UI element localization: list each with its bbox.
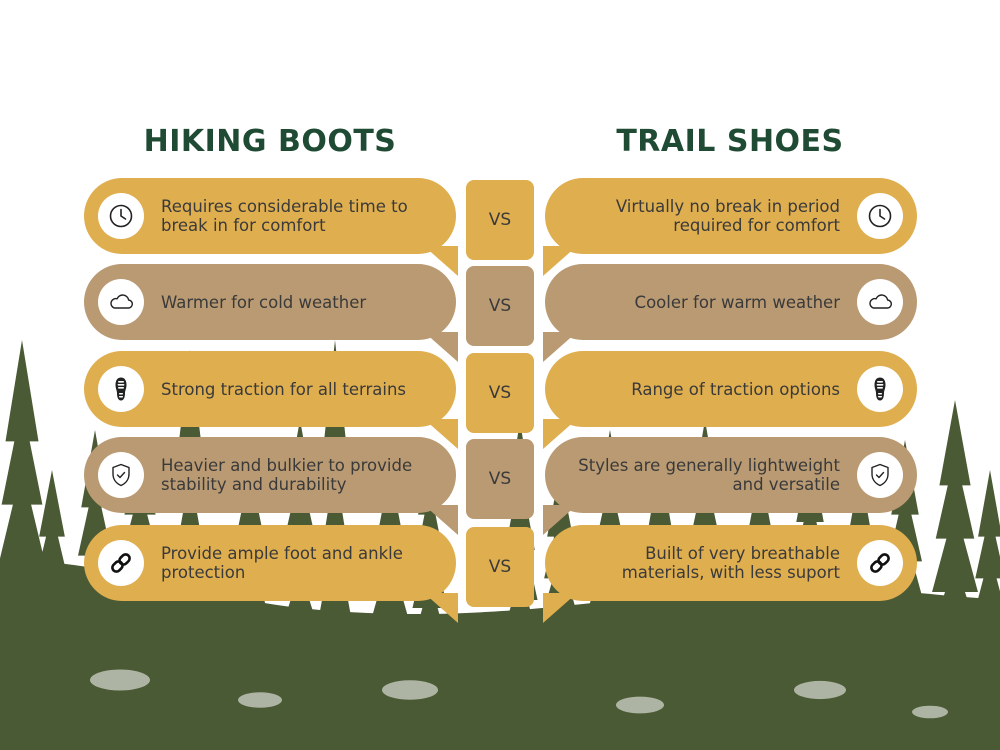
tree-trunk xyxy=(137,580,143,750)
tree-trunk xyxy=(517,570,523,750)
hiking-boots-text: Provide ample foot and ankle protection xyxy=(161,544,403,582)
hiking-boots-text: Heavier and bulkier to provide stability… xyxy=(161,456,413,494)
hiking-boots-card: Warmer for cold weather xyxy=(84,264,458,362)
comparison-row: Requires considerable time to break in f… xyxy=(0,178,1000,276)
tree-trunk xyxy=(557,595,563,750)
tree-trunk xyxy=(952,560,958,750)
vs-badge: VS xyxy=(466,180,534,260)
trail-shoes-card: Styles are generally lightweight and ver… xyxy=(543,437,917,535)
tree-trunk xyxy=(857,595,863,750)
vs-badge: VS xyxy=(466,353,534,433)
trail-shoes-text: Virtually no break in period required fo… xyxy=(615,197,840,235)
hiking-boots-card: Heavier and bulkier to provide stability… xyxy=(84,437,458,535)
tree-trunk xyxy=(657,590,663,750)
comparison-row: Heavier and bulkier to provide stability… xyxy=(0,437,1000,535)
forest-highlight xyxy=(616,696,664,714)
hiking-boots-card: Requires considerable time to break in f… xyxy=(84,178,458,276)
tree-trunk xyxy=(297,570,303,750)
hiking-boots-text: Requires considerable time to break in f… xyxy=(161,197,408,235)
tree-trunk xyxy=(757,595,763,750)
tree-trunk xyxy=(607,575,613,750)
forest-highlight xyxy=(90,669,150,691)
heading-hiking-boots: HIKING BOOTS xyxy=(143,124,397,159)
hiking-boots-card: Strong traction for all terrains xyxy=(84,351,458,449)
tree-trunk xyxy=(92,575,98,750)
hiking-boots-card: Provide ample foot and ankle protection xyxy=(84,525,458,623)
forest-highlight xyxy=(912,705,948,719)
trail-shoes-text: Range of traction options xyxy=(631,379,840,399)
shield-check-icon xyxy=(857,452,903,498)
trail-shoes-text: Cooler for warm weather xyxy=(634,292,840,312)
link-icon xyxy=(98,540,144,586)
tree-trunk xyxy=(187,535,193,750)
clock-icon xyxy=(857,193,903,239)
trail-shoes-text: Built of very breathable materials, with… xyxy=(621,544,840,582)
comparison-row: Provide ample foot and ankle protection … xyxy=(0,525,1000,623)
tree-trunk xyxy=(387,595,393,750)
tree-trunk xyxy=(427,580,433,750)
comparison-row: Strong traction for all terrains VS Rang… xyxy=(0,351,1000,449)
tree-trunk xyxy=(49,595,55,750)
tree-trunk xyxy=(902,580,908,750)
tree-trunk xyxy=(19,530,25,750)
hiking-boots-text: Strong traction for all terrains xyxy=(161,379,407,399)
comparison-row: Warmer for cold weather VS Cooler for wa… xyxy=(0,264,1000,362)
clock-icon xyxy=(98,193,144,239)
trail-shoes-card: Cooler for warm weather xyxy=(543,264,917,362)
forest-highlight xyxy=(238,692,282,708)
tree-trunk xyxy=(807,585,813,750)
boot-sole-icon xyxy=(98,366,144,412)
tree-trunk xyxy=(247,595,253,750)
hiking-boots-text: Warmer for cold weather xyxy=(161,292,367,312)
forest-highlight xyxy=(382,680,438,700)
tree-trunk xyxy=(987,595,993,750)
forest-highlight xyxy=(794,680,846,700)
tree xyxy=(0,340,58,750)
vs-badge: VS xyxy=(466,527,534,607)
vs-badge: VS xyxy=(466,266,534,346)
trail-shoes-text: Styles are generally lightweight and ver… xyxy=(578,456,840,494)
trail-shoes-card: Range of traction options xyxy=(543,351,917,449)
trail-shoes-card: Built of very breathable materials, with… xyxy=(543,525,917,623)
boot-sole-icon xyxy=(857,366,903,412)
cloud-icon xyxy=(857,279,903,325)
link-icon xyxy=(857,540,903,586)
trail-shoes-card: Virtually no break in period required fo… xyxy=(543,178,917,276)
shield-check-icon xyxy=(98,452,144,498)
tree-trunk xyxy=(702,570,708,750)
cloud-icon xyxy=(98,279,144,325)
vs-badge: VS xyxy=(466,439,534,519)
tree-trunk xyxy=(332,530,338,750)
heading-trail-shoes: TRAIL SHOES xyxy=(616,124,844,159)
